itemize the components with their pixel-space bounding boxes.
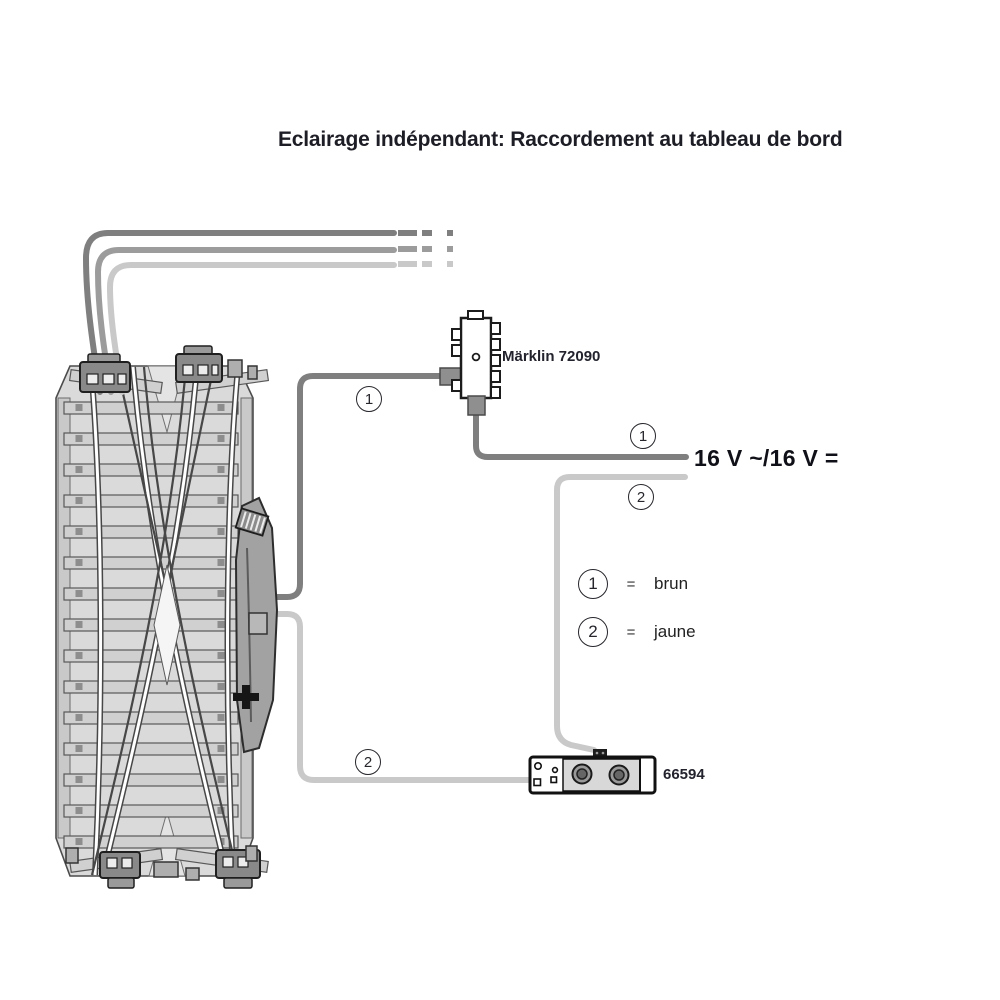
power-supply-label: 16 V ~/16 V = (694, 445, 839, 471)
distribution-strip-72090 (439, 310, 501, 416)
crossing-frog (153, 564, 181, 686)
mechanism-cross-screw (233, 685, 259, 709)
wire-color-legend: 1 = brun 2 = jaune (578, 569, 696, 665)
control-box-top-connector (593, 749, 607, 759)
wire-1-marker-at-strip: 1 (356, 386, 382, 412)
wire-1-brown-to-strip (261, 373, 444, 600)
control-box-66594 (528, 749, 657, 795)
strip-mounting-hole (471, 352, 481, 362)
legend-row-brun: 1 = brun (578, 569, 696, 599)
legend-equals-2: = (626, 623, 636, 641)
wire-1-brown-to-supply (473, 411, 689, 460)
legend-marker-2: 2 (578, 617, 608, 647)
track-rails (88, 366, 241, 876)
wire-2-marker-at-supply: 2 (628, 484, 654, 510)
crossing-track-illustration (55, 365, 270, 877)
switch-mechanism (233, 496, 279, 754)
wire-2-yellow-to-control-box (261, 611, 534, 783)
legend-color-name-jaune: jaune (654, 622, 696, 641)
page-title: Eclairage indépendant: Raccordement au t… (278, 128, 843, 151)
legend-color-name-brun: brun (654, 574, 689, 593)
control-box-label: 66594 (663, 766, 705, 783)
wire-2-marker-at-control-box: 2 (355, 749, 381, 775)
track-end-connectors-top (79, 345, 258, 393)
wire-1-marker-at-supply: 1 (630, 423, 656, 449)
distribution-strip-label: Märklin 72090 (502, 348, 601, 365)
wire-1-plug-bottom (467, 395, 486, 416)
legend-marker-1: 1 (578, 569, 608, 599)
feeder-wire-1-path (83, 230, 397, 395)
legend-row-jaune: 2 = jaune (578, 617, 696, 647)
wire-2-yellow-from-supply (554, 474, 688, 753)
track-end-connectors-bottom (65, 845, 261, 889)
mechanism-latch (248, 612, 268, 635)
legend-equals-1: = (626, 575, 636, 593)
